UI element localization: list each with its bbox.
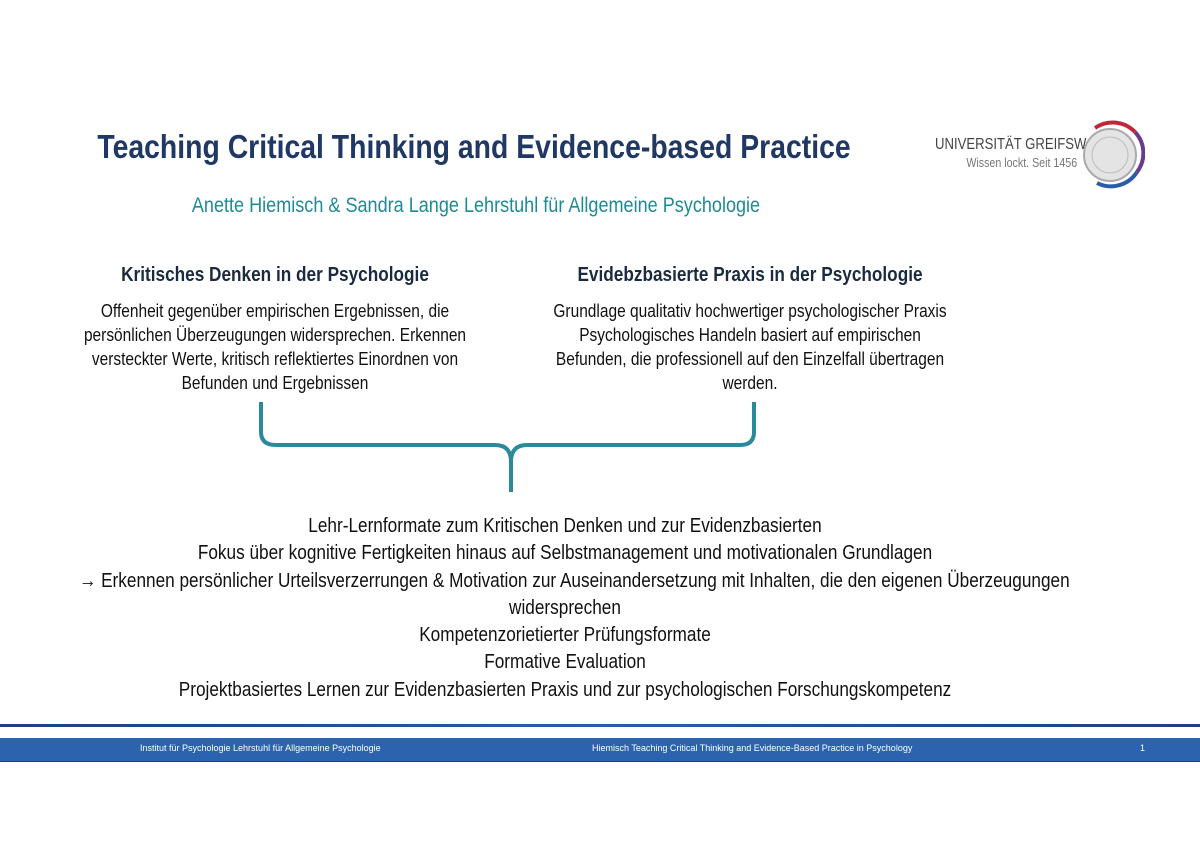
summary-line: Formative Evaluation bbox=[484, 651, 646, 674]
summary-line: Fokus über kognitive Fertigkeiten hinaus… bbox=[197, 542, 933, 565]
divider bbox=[0, 724, 1200, 727]
logo-slogan: Wissen lockt. Seit 1456 bbox=[966, 155, 1077, 170]
logo-name: UNIVERSITÄT GREIFSWALD bbox=[935, 136, 1112, 153]
summary-line: Lehr-Lernformate zum Kritischen Denken u… bbox=[308, 515, 822, 537]
footer-bar: Institut für Psychologie Lehrstuhl für A… bbox=[0, 738, 1200, 762]
text-line: Psychologisches Handeln basiert auf empi… bbox=[579, 325, 921, 345]
summary-line: Projektbasiertes Lernen zur Evidenzbasie… bbox=[178, 678, 952, 701]
page-number: 1 bbox=[1140, 743, 1146, 753]
footer-institute: Institut für Psychologie Lehrstuhl für A… bbox=[140, 743, 381, 753]
text-line: Befunden und Ergebnissen bbox=[181, 373, 369, 393]
university-logo: UNIVERSITÄT GREIFSWALD Wissen lockt. Sei… bbox=[930, 120, 1145, 190]
summary-line: Kompetenzorietierter Prüfungsformate bbox=[419, 624, 711, 647]
seal-icon bbox=[1083, 120, 1145, 189]
slide-title: Teaching Critical Thinking and Evidence-… bbox=[97, 128, 851, 165]
slide-subtitle: Anette Hiemisch & Sandra Lange Lehrstuhl… bbox=[191, 194, 761, 217]
text-line: Offenheit gegenüber empirischen Ergebnis… bbox=[100, 301, 450, 321]
text-line: werden. bbox=[722, 373, 778, 393]
column-evidence-based-practice: Evidebzbasierte Praxis in der Psychologi… bbox=[548, 264, 952, 395]
column-heading: Evidebzbasierte Praxis in der Psychologi… bbox=[577, 264, 923, 286]
footer-title: Hiemisch Teaching Critical Thinking and … bbox=[592, 743, 913, 753]
text-line: Befunden, die professionell auf den Einz… bbox=[555, 349, 945, 369]
column-critical-thinking: Kritisches Denken in der Psychologie Off… bbox=[73, 264, 477, 395]
column-heading: Kritisches Denken in der Psychologie bbox=[121, 264, 429, 286]
summary-line: widersprechen bbox=[509, 596, 621, 619]
text-line: versteckter Werte, kritisch reflektierte… bbox=[91, 349, 459, 369]
summary-line: → Erkennen persönlicher Urteilsverzerrun… bbox=[79, 569, 1070, 592]
text-line: persönlichen Überzeugungen widersprechen… bbox=[83, 325, 467, 345]
summary-text: Lehr-Lernformate zum Kritischen Denken u… bbox=[79, 513, 1070, 704]
text-line: Grundlage qualitativ hochwertiger psycho… bbox=[553, 301, 947, 321]
